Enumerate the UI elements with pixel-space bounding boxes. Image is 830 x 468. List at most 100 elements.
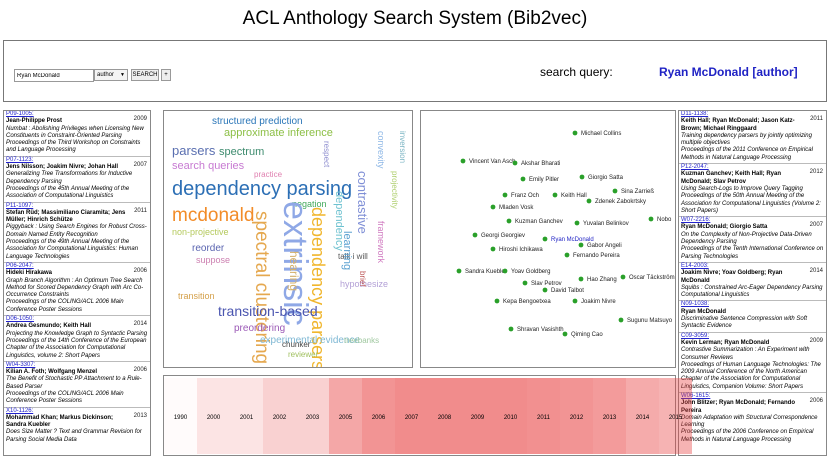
timeline-year-cell[interactable]: 2005 bbox=[329, 378, 362, 454]
cloud-word[interactable]: suppose bbox=[196, 255, 230, 265]
author-node[interactable] bbox=[578, 242, 584, 248]
timeline-year-cell[interactable]: 2014 bbox=[626, 378, 659, 454]
author-label[interactable]: Nobo bbox=[657, 217, 672, 223]
author-node[interactable] bbox=[472, 232, 478, 238]
cloud-word[interactable]: reviewer bbox=[288, 350, 319, 359]
author-node[interactable] bbox=[552, 192, 558, 198]
paper-id-link[interactable]: P11-1097: bbox=[6, 202, 34, 209]
cloud-word[interactable]: learning bbox=[341, 231, 353, 270]
timeline-year-cell[interactable]: 2008 bbox=[428, 378, 461, 454]
cloud-word[interactable]: preordering bbox=[234, 323, 285, 334]
author-node[interactable] bbox=[542, 236, 548, 242]
cloud-word[interactable]: spectral clustering bbox=[251, 211, 272, 364]
author-label[interactable]: Oscar Täckström bbox=[629, 275, 675, 281]
cloud-word[interactable]: contrastive bbox=[355, 171, 370, 234]
search-query-value[interactable]: Ryan McDonald [author] bbox=[659, 65, 798, 79]
author-node[interactable] bbox=[564, 252, 570, 258]
paper-id-link[interactable]: D06-1050: bbox=[6, 316, 35, 323]
author-node[interactable] bbox=[579, 174, 585, 180]
author-node[interactable] bbox=[460, 158, 466, 164]
author-label[interactable]: Sina Zarrieß bbox=[621, 189, 654, 195]
author-node[interactable] bbox=[574, 220, 580, 226]
search-type-select[interactable]: author ▼ bbox=[94, 69, 128, 81]
author-label[interactable]: Akshar Bharati bbox=[521, 161, 560, 167]
author-label[interactable]: Sandra Kuebler bbox=[465, 269, 507, 275]
author-node[interactable] bbox=[522, 280, 528, 286]
cloud-word[interactable]: transition bbox=[178, 291, 215, 301]
cloud-word[interactable]: dependency parsing bbox=[172, 178, 352, 200]
timeline-year-cell[interactable]: 2010 bbox=[494, 378, 527, 454]
author-label[interactable]: Vincent Van Asch bbox=[469, 159, 515, 165]
author-node[interactable] bbox=[456, 268, 462, 274]
cloud-word[interactable]: parsers bbox=[172, 143, 216, 158]
timeline-year-cell[interactable]: 1990 bbox=[164, 378, 197, 454]
timeline-year-cell[interactable]: 2000 bbox=[197, 378, 230, 454]
paper-id-link[interactable]: P12-2047: bbox=[681, 164, 709, 171]
author-label[interactable]: Franz Och bbox=[511, 193, 539, 199]
cloud-word[interactable]: experimental evidence bbox=[260, 335, 360, 346]
author-node[interactable] bbox=[572, 130, 578, 136]
cloud-word[interactable]: extrinsic bbox=[276, 201, 314, 326]
cloud-word[interactable]: talk i will bbox=[338, 252, 368, 261]
paper-id-link[interactable]: W07-2216: bbox=[681, 217, 711, 224]
paper-id-link[interactable]: C09-3059: bbox=[681, 332, 710, 339]
cloud-word[interactable]: reorder bbox=[192, 243, 225, 254]
author-node[interactable] bbox=[562, 331, 568, 337]
author-label[interactable]: Sugunu Matsuyo bbox=[627, 318, 673, 324]
author-node[interactable] bbox=[490, 204, 496, 210]
author-label[interactable]: Hiroshi Ichikawa bbox=[499, 247, 543, 253]
author-node[interactable] bbox=[502, 192, 508, 198]
timeline-year-cell[interactable]: 2015 bbox=[659, 378, 692, 454]
timeline-year-cell[interactable]: 2013 bbox=[593, 378, 626, 454]
timeline-year-cell[interactable]: 2007 bbox=[395, 378, 428, 454]
cloud-word[interactable]: hearing bbox=[287, 251, 301, 291]
cloud-word[interactable]: dependency bbox=[333, 191, 345, 251]
cloud-word[interactable]: brief bbox=[358, 271, 367, 287]
author-label[interactable]: Yoav Goldberg bbox=[511, 269, 550, 275]
cloud-word[interactable]: hypothesize bbox=[340, 279, 388, 289]
author-node[interactable] bbox=[612, 188, 618, 194]
cloud-word[interactable]: respect bbox=[322, 141, 331, 168]
author-label[interactable]: Michael Collins bbox=[581, 131, 621, 137]
author-node[interactable] bbox=[502, 268, 508, 274]
add-query-button[interactable]: + bbox=[161, 69, 171, 81]
timeline-year-cell[interactable]: 2012 bbox=[560, 378, 593, 454]
author-node[interactable] bbox=[586, 198, 592, 204]
author-node[interactable] bbox=[512, 160, 518, 166]
author-node[interactable] bbox=[572, 298, 578, 304]
author-label[interactable]: Zdenek Zabokrtsky bbox=[595, 199, 646, 205]
cloud-word[interactable]: search queries bbox=[172, 160, 245, 172]
search-button[interactable]: SEARCH bbox=[131, 69, 159, 81]
cloud-word[interactable]: non-projective bbox=[172, 227, 229, 237]
author-node[interactable] bbox=[494, 298, 500, 304]
cloud-word[interactable]: practice bbox=[254, 170, 283, 179]
author-node[interactable] bbox=[578, 276, 584, 282]
cloud-word[interactable]: convexity bbox=[376, 131, 386, 169]
cloud-word[interactable]: mcdonald bbox=[172, 205, 254, 226]
author-label[interactable]: Gabor Angeli bbox=[587, 243, 622, 249]
author-node[interactable] bbox=[648, 216, 654, 222]
cloud-word[interactable]: dependency parsers bbox=[308, 207, 328, 367]
cloud-word[interactable]: treebanks bbox=[344, 336, 379, 345]
author-label[interactable]: Fernando Pereira bbox=[573, 253, 620, 259]
author-label[interactable]: Yuvalan Belinkov bbox=[583, 221, 629, 227]
author-node[interactable] bbox=[490, 246, 496, 252]
search-input[interactable] bbox=[14, 69, 94, 82]
author-label[interactable]: Georgi Georgiev bbox=[481, 233, 525, 239]
cloud-word[interactable]: framework bbox=[376, 221, 386, 264]
cloud-word[interactable]: transition-based bbox=[218, 303, 318, 319]
center-author-label[interactable]: Ryan McDonald bbox=[551, 237, 594, 243]
paper-id-link[interactable]: W04-3307: bbox=[6, 361, 36, 368]
cloud-word[interactable]: approximate inference bbox=[224, 127, 333, 139]
author-node[interactable] bbox=[506, 218, 512, 224]
paper-id-link[interactable]: D11-1138: bbox=[681, 111, 709, 117]
author-label[interactable]: Joakim Nivre bbox=[581, 299, 616, 305]
